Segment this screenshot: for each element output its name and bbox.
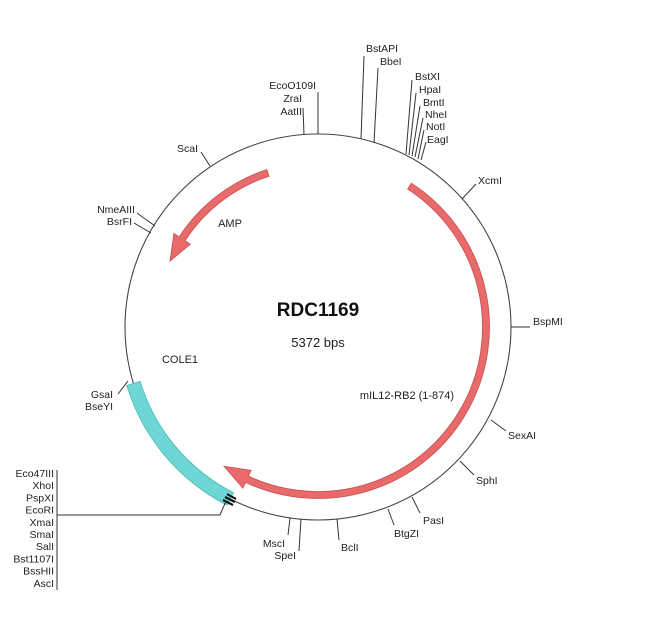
site-label: SpeI — [274, 550, 296, 562]
feature-arrow-amp — [169, 169, 270, 263]
site-label: XcmI — [478, 175, 502, 187]
site-label: SphI — [476, 475, 498, 487]
site-label: NheI — [425, 109, 447, 121]
site-group-left-3: ScaI — [177, 143, 211, 167]
site-label: BstAPI — [366, 43, 398, 55]
site-label: AscI — [34, 578, 54, 590]
site-group-left-2: NmeAIII BsrFI — [97, 204, 156, 234]
site-label: BssHII — [23, 566, 54, 578]
site-label: XhoI — [32, 480, 54, 492]
site-label: HpaI — [419, 84, 441, 96]
site-label: PasI — [423, 515, 444, 527]
site-label: EcoO109I — [269, 80, 316, 92]
site-group-bottom-3: BclI — [336, 518, 359, 554]
site-label: BmtI — [423, 97, 445, 109]
feature-band-cole1 — [126, 380, 235, 506]
site-label: BsrFI — [107, 216, 132, 228]
site-label: PspXI — [26, 492, 54, 504]
site-group-right-1: XcmI — [461, 175, 502, 200]
site-label: ScaI — [177, 143, 198, 155]
site-label: NotI — [426, 121, 445, 133]
feature-label-cole1: COLE1 — [162, 354, 198, 366]
site-group-left-1: GsaI BseYI — [85, 380, 129, 413]
mcs-leader — [57, 500, 227, 516]
plasmid-size: 5372 bps — [291, 335, 345, 350]
feature-label-mil12-rb2: mIL12-RB2 (1-874) — [360, 390, 454, 402]
plasmid-name: RDC1169 — [277, 300, 359, 321]
site-label: Bst1107I — [13, 553, 54, 565]
site-label: BspMI — [533, 316, 563, 328]
mcs-marker — [222, 493, 237, 506]
site-group-bottom-1: PasI — [411, 496, 444, 527]
site-label: AatII — [280, 106, 302, 118]
site-label: GsaI — [91, 389, 113, 401]
site-label: EcoRI — [25, 505, 54, 517]
site-label: SalI — [36, 541, 54, 553]
site-label: BtgZI — [394, 528, 419, 540]
site-label: SexAI — [508, 430, 536, 442]
site-group-bottom-4: MscI SpeI — [263, 517, 302, 562]
site-label: ZraI — [283, 93, 302, 105]
site-label: NmeAIII — [97, 204, 135, 216]
site-label: BseYI — [85, 401, 113, 413]
site-label: MscI — [263, 538, 285, 550]
site-label: BbeI — [380, 56, 402, 68]
site-label: EagI — [427, 134, 449, 146]
site-group-bottom-2: BtgZI — [387, 508, 419, 540]
site-group-mcs: Eco47IIIXhoIPspXIEcoRIXmaISmaISalIBst110… — [13, 468, 237, 590]
site-group-top-left: EcoO109I ZraI AatII — [269, 80, 319, 136]
site-group-top-1: BstAPI — [360, 43, 398, 140]
site-label: Eco47III — [15, 468, 54, 480]
feature-label-amp: AMP — [218, 218, 242, 230]
site-label: XmaI — [29, 517, 54, 529]
site-label: SmaI — [29, 529, 54, 541]
site-label: BstXI — [415, 71, 440, 83]
site-group-top-2: BbeI — [373, 56, 402, 144]
site-group-top-right: BstXI HpaI BmtI NheI NotI EagI — [405, 71, 449, 161]
site-group-right-3: SexAI — [490, 419, 536, 442]
site-group-right-2: BspMI — [511, 316, 563, 328]
site-group-right-4: SphI — [459, 460, 498, 487]
feature-arrow-mil12-rb2 — [223, 182, 490, 499]
features — [126, 169, 490, 506]
site-label: BclI — [341, 542, 359, 554]
